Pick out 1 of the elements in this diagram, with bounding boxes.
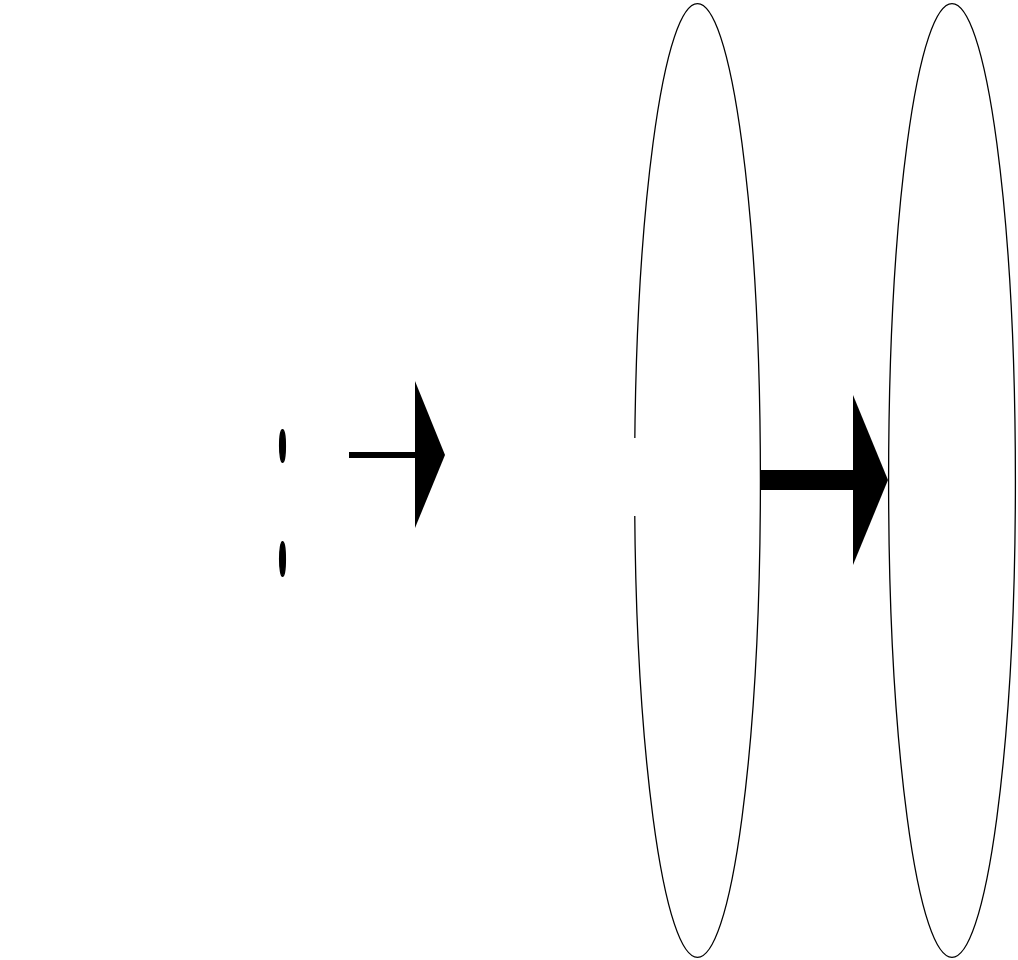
arrow bbox=[760, 395, 888, 565]
